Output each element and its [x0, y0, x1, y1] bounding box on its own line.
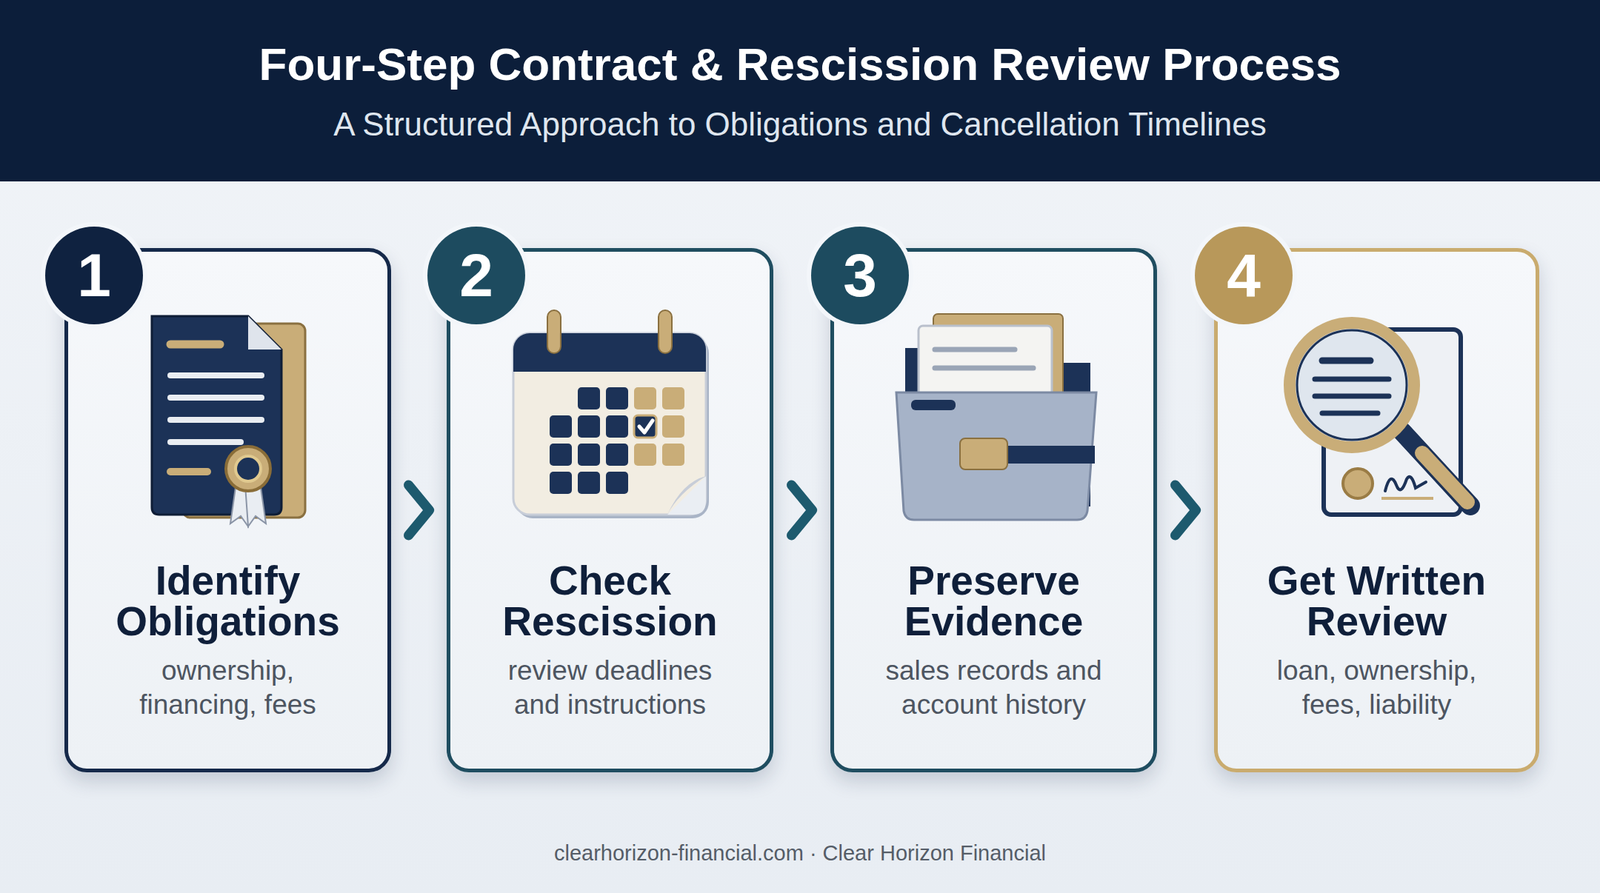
diagram-title: Four-Step Contract & Rescission Review P…: [0, 37, 1600, 92]
step-heading: Preserve Evidence: [845, 560, 1143, 643]
header-band: [0, 0, 1600, 182]
step-number: 2: [459, 245, 494, 306]
flow-chevron: [791, 485, 813, 536]
step-card: Preserve Evidence sales records and accou…: [830, 248, 1158, 773]
flow-chevron: [1175, 485, 1197, 536]
step-number-badge: 2: [427, 226, 526, 325]
step-number: 4: [1226, 245, 1261, 306]
step-card: Get Written Review loan, ownership, fees,…: [1214, 248, 1540, 773]
step-card: Check Rescission review deadlines and ins…: [446, 248, 774, 773]
step-heading: Get Written Review: [1228, 560, 1526, 643]
step-heading: Check Rescission: [462, 560, 759, 643]
step-number-badge: 4: [1194, 226, 1293, 325]
footer-text: clearhorizon-financial.com · Clear Horiz…: [0, 838, 1600, 869]
step-number-badge: 1: [45, 226, 143, 325]
step-card: Identify Obligations ownership, financing…: [64, 248, 392, 773]
flow-chevron: [408, 485, 430, 536]
subtitle-text: A Structured Approach to Obligations and…: [0, 104, 1600, 145]
step-number: 3: [842, 245, 878, 306]
step-description: review deadlines and instructions: [488, 654, 733, 723]
step-description: sales records and account history: [871, 654, 1117, 723]
step-number-badge: 3: [811, 226, 909, 325]
step-number: 1: [77, 245, 112, 306]
step-description: loan, ownership, fees, liability: [1254, 654, 1500, 723]
step-heading: Identify Obligations: [80, 560, 377, 643]
step-description: ownership, financing, fees: [105, 654, 351, 723]
